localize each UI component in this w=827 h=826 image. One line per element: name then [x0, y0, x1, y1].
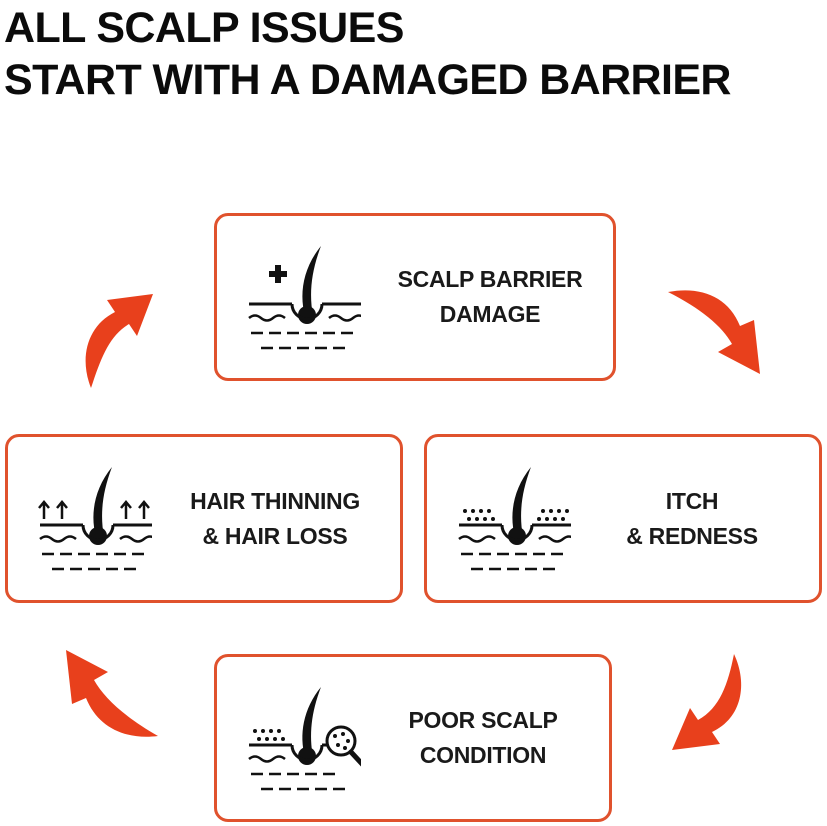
card-label: SCALP BARRIER DAMAGE: [397, 266, 583, 327]
card-scalp-barrier-damage: SCALP BARRIER DAMAGE: [214, 213, 616, 381]
title-line-1: ALL SCALP ISSUES: [4, 4, 404, 52]
card-label: ITCH & REDNESS: [626, 488, 758, 549]
hair-follicle-dots-icon: [458, 467, 571, 571]
page-title: ALL SCALP ISSUES START WITH A DAMAGED BA…: [4, 2, 731, 106]
card-label: HAIR THINNING & HAIR LOSS: [190, 488, 360, 549]
cycle-arrow-up-right-icon: [85, 294, 153, 388]
cycle-arrow-up-left-icon: [66, 650, 158, 737]
cycle-arrow-down-left-icon: [672, 654, 742, 750]
hair-follicle-up-arrows-icon: [38, 467, 152, 571]
cycle-arrow-down-right-icon: [668, 290, 760, 374]
card-itch-redness: ITCH & REDNESS: [424, 434, 822, 603]
card-poor-scalp-condition: POOR SCALP CONDITION: [214, 654, 612, 822]
hair-follicle-magnifier-icon: [248, 687, 361, 791]
card-label: POOR SCALP CONDITION: [408, 707, 558, 768]
title-line-2: START WITH A DAMAGED BARRIER: [4, 56, 731, 104]
hair-follicle-plus-icon: [248, 246, 361, 350]
card-hair-thinning-loss: HAIR THINNING & HAIR LOSS: [5, 434, 403, 603]
